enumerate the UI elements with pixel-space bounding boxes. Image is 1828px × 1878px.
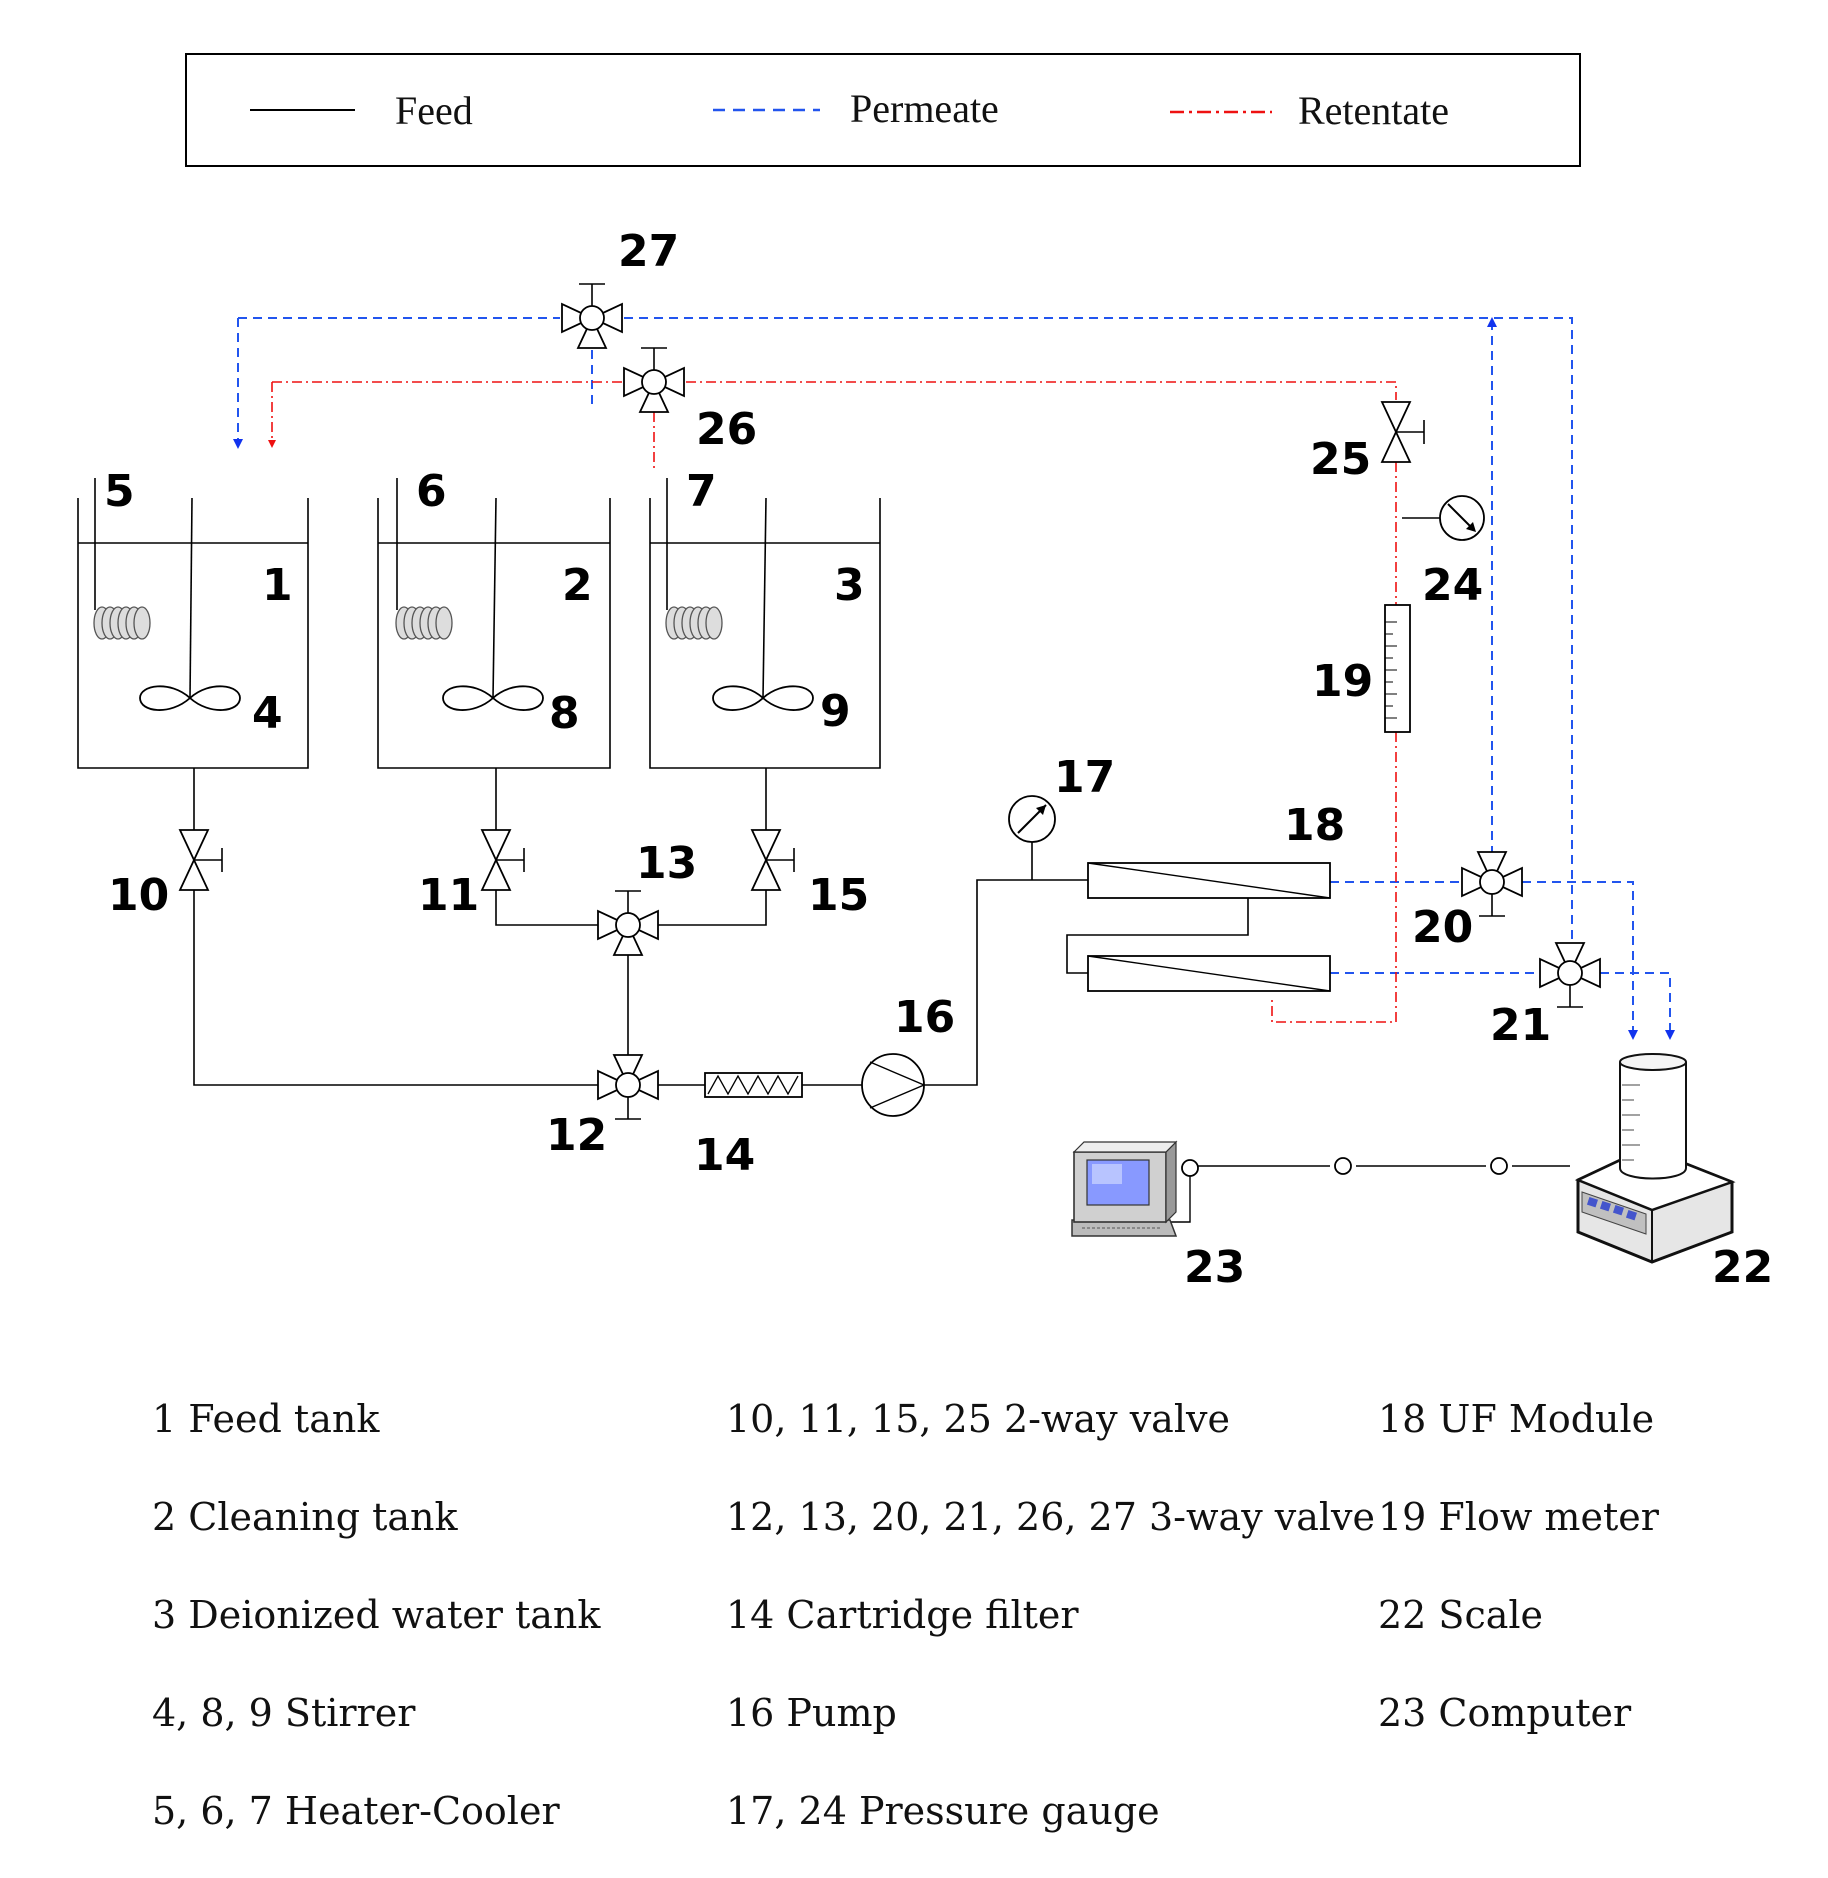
stirrer-icon (139, 685, 241, 711)
key-item: 14 Cartridge filter (726, 1593, 1079, 1637)
cartridge-filter-icon (704, 1072, 803, 1098)
number-2: 2 (562, 560, 593, 611)
number-6: 6 (416, 466, 447, 517)
stirrer-icon (442, 685, 544, 711)
number-19: 19 (1312, 656, 1373, 707)
heater-cooler-coil-icon (93, 606, 151, 640)
number-15: 15 (808, 870, 869, 921)
number-4: 4 (252, 688, 283, 739)
number-9: 9 (820, 686, 851, 737)
key-item: 22 Scale (1378, 1593, 1543, 1637)
number-26: 26 (696, 404, 757, 455)
valve-2way-15[interactable] (751, 829, 795, 891)
retentate-lines (268, 381, 1397, 1023)
valve-2way-25[interactable] (1381, 401, 1425, 463)
feed-tank (77, 478, 309, 769)
data-cable (1162, 1157, 1570, 1223)
number-11: 11 (418, 870, 479, 921)
component-numbers: 1 2 3 4 5 6 7 8 9 10 11 12 13 14 15 16 1… (104, 226, 1773, 1293)
number-16: 16 (894, 992, 955, 1043)
valve-3way-27[interactable] (561, 283, 623, 349)
key-item: 16 Pump (726, 1691, 897, 1735)
key-item: 2 Cleaning tank (152, 1495, 459, 1539)
number-7: 7 (686, 466, 717, 517)
key-item: 17, 24 Pressure gauge (726, 1789, 1160, 1833)
number-8: 8 (549, 688, 580, 739)
deionized-water-tank (649, 478, 881, 769)
valve-3way-13[interactable] (597, 890, 659, 956)
number-25: 25 (1310, 434, 1371, 485)
legend-box (185, 53, 1581, 167)
number-21: 21 (1490, 1000, 1551, 1051)
feed-lines (193, 517, 1440, 1086)
number-12: 12 (546, 1110, 607, 1161)
key-item: 18 UF Module (1378, 1397, 1654, 1441)
valve-3way-26[interactable] (623, 347, 685, 413)
legend-retentate-label: Retentate (1298, 88, 1449, 133)
number-1: 1 (262, 560, 293, 611)
number-24: 24 (1422, 560, 1483, 611)
number-3: 3 (834, 560, 865, 611)
key-item: 12, 13, 20, 21, 26, 27 3-way valve (726, 1495, 1375, 1539)
key-item: 3 Deionized water tank (152, 1593, 601, 1637)
number-22: 22 (1712, 1242, 1773, 1293)
legend-permeate-label: Permeate (850, 86, 999, 131)
key-item: 4, 8, 9 Stirrer (152, 1691, 416, 1735)
number-27: 27 (618, 226, 679, 277)
key-item: 23 Computer (1378, 1691, 1632, 1735)
pressure-gauge-17-icon (1008, 795, 1056, 843)
key-item: 1 Feed tank (152, 1397, 380, 1441)
number-20: 20 (1412, 902, 1473, 953)
heater-cooler-coil-icon (395, 606, 453, 640)
number-17: 17 (1054, 752, 1115, 803)
valve-2way-10[interactable] (179, 829, 223, 891)
flow-meter-icon (1384, 604, 1411, 733)
uf-module-icon (1087, 862, 1331, 992)
legend: Feed Permeate Retentate (185, 53, 1581, 167)
valve-2way-11[interactable] (481, 829, 525, 891)
number-13: 13 (636, 838, 697, 889)
legend-feed-label: Feed (395, 88, 473, 133)
key-item: 19 Flow meter (1378, 1495, 1660, 1539)
number-5: 5 (104, 466, 135, 517)
key-item: 10, 11, 15, 25 2-way valve (726, 1397, 1230, 1441)
number-18: 18 (1284, 800, 1345, 851)
number-14: 14 (694, 1130, 755, 1181)
component-key: 1 Feed tank 2 Cleaning tank 3 Deionized … (152, 1397, 1660, 1833)
pump-icon[interactable] (861, 1053, 926, 1117)
pressure-gauge-24-icon (1439, 495, 1485, 541)
key-item: 5, 6, 7 Heater-Cooler (152, 1789, 560, 1833)
number-10: 10 (108, 870, 169, 921)
heater-cooler-coil-icon (665, 606, 723, 640)
cleaning-tank (377, 478, 611, 769)
scale-icon[interactable] (1574, 1053, 1736, 1264)
valve-3way-21[interactable] (1539, 942, 1601, 1008)
stirrer-icon (712, 685, 814, 711)
computer-icon[interactable] (1071, 1140, 1178, 1237)
number-23: 23 (1184, 1242, 1245, 1293)
